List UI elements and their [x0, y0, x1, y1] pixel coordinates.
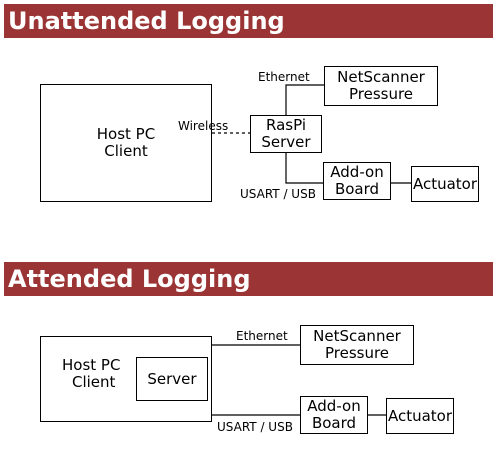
attended-addon-line1: Add-on — [307, 397, 361, 415]
netscanner-line2: Pressure — [348, 85, 414, 103]
unattended-banner: Unattended Logging — [4, 4, 493, 38]
raspi-server-box: RasPi Server — [250, 115, 322, 153]
attended-netscanner-line2: Pressure — [324, 344, 390, 362]
usart-usb-label: USART / USB — [240, 187, 316, 201]
attended-addon-board-box: Add-on Board — [300, 396, 368, 434]
attended-server-box: Server — [136, 357, 208, 401]
attended-banner: Attended Logging — [4, 262, 493, 296]
attended-netscanner-pressure-box: NetScanner Pressure — [300, 325, 414, 365]
ethernet-link-top — [285, 84, 324, 115]
attended-host-line1: Host PC — [62, 356, 121, 374]
host-pc-client-box: Host PC Client — [40, 84, 212, 202]
attended-netscanner-line1: NetScanner — [313, 327, 401, 345]
wireless-label: Wireless — [178, 119, 229, 133]
attended-addon-line2: Board — [311, 414, 357, 432]
attended-usart-usb-label: USART / USB — [217, 420, 293, 434]
attended-server-label: Server — [147, 369, 197, 388]
ethernet-label: Ethernet — [258, 70, 310, 84]
actuator-label: Actuator — [412, 174, 478, 193]
usart-link-top — [285, 153, 323, 184]
host-line2: Client — [104, 142, 148, 160]
addon-board-box: Add-on Board — [323, 162, 391, 200]
netscanner-pressure-box: NetScanner Pressure — [324, 66, 438, 106]
actuator-box: Actuator — [411, 166, 479, 202]
raspi-line2: Server — [261, 133, 311, 151]
host-line1: Host PC — [96, 125, 156, 143]
attended-host-pc-client-box: Host PC Client — [40, 336, 212, 422]
attended-host-line2: Client — [72, 373, 116, 391]
addon-line1: Add-on — [330, 163, 384, 181]
attended-actuator-label: Actuator — [387, 406, 453, 425]
attended-actuator-box: Actuator — [386, 398, 454, 434]
attended-ethernet-label: Ethernet — [236, 329, 288, 343]
raspi-line1: RasPi — [266, 116, 306, 134]
addon-line2: Board — [334, 180, 380, 198]
netscanner-line1: NetScanner — [337, 68, 425, 86]
